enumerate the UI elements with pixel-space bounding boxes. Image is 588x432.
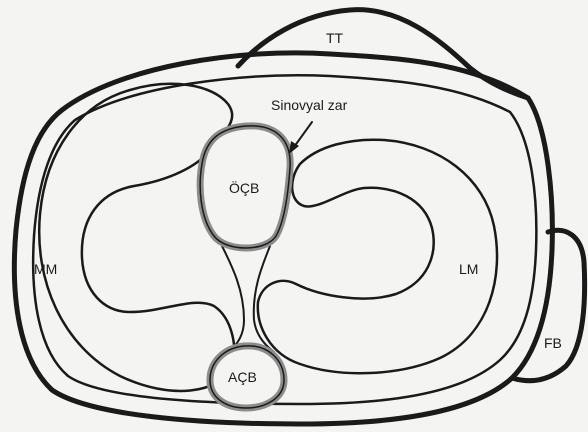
- label-posterior-cruciate: ÖÇB: [229, 181, 259, 195]
- label-fibular-head: FB: [544, 336, 562, 350]
- label-synovial-membrane: Sinovyal zar: [271, 98, 347, 112]
- label-tt: TT: [326, 31, 343, 45]
- medial-meniscus-shape: [39, 84, 234, 391]
- cruciate-right-line: [254, 246, 274, 352]
- synovial-pointer-arrow-line: [294, 122, 312, 147]
- label-medial-meniscus: MM: [34, 262, 57, 276]
- label-anterior-cruciate: AÇB: [228, 370, 257, 384]
- inner-rim-outline: [33, 75, 536, 404]
- lateral-meniscus-shape: [258, 140, 497, 373]
- label-lateral-meniscus: LM: [459, 262, 478, 276]
